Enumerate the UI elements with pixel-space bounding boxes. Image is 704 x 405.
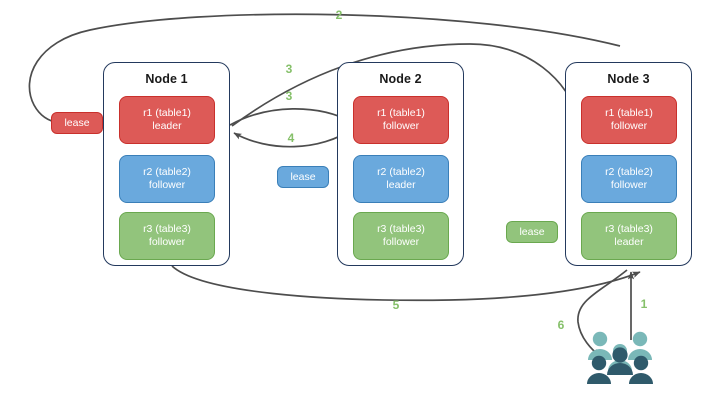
arrow-step-3-short: [229, 108, 353, 126]
node-2-title: Node 2: [379, 72, 422, 86]
node-1-replica-r3-role: follower: [148, 236, 186, 248]
arrow-step-5: [171, 265, 641, 302]
node-1-replica-r3[interactable]: r3 (table3) follower: [119, 212, 215, 260]
node-3-title: Node 3: [607, 72, 650, 86]
node-1-replica-r2-name: r2 (table2): [143, 166, 191, 178]
node-3-replica-r2-role: follower: [610, 179, 648, 191]
node-3-replica-r3-role: leader: [614, 236, 644, 248]
node-3-replica-r2-name: r2 (table2): [605, 166, 653, 178]
node-1-replica-r2[interactable]: r2 (table2) follower: [119, 155, 215, 203]
node-3-replica-r2[interactable]: r2 (table2) follower: [581, 155, 677, 203]
node-2-replica-r2[interactable]: r2 (table2) leader: [353, 155, 449, 203]
clients-people-icon[interactable]: [586, 330, 658, 388]
node-2-replica-r2-name: r2 (table2): [377, 166, 425, 178]
step-label-2: 2: [335, 8, 343, 22]
node-1-replica-r2-role: follower: [148, 179, 186, 191]
arrow-step-3-long: [231, 43, 580, 127]
step-label-3b: 3: [285, 89, 293, 103]
lease-badge-r3[interactable]: lease: [506, 221, 558, 243]
step-label-6: 6: [557, 318, 565, 332]
node-1-replica-r1-role: leader: [152, 120, 182, 132]
node-2-replica-r3[interactable]: r3 (table3) follower: [353, 212, 449, 260]
node-2-replica-r1-name: r1 (table1): [377, 107, 425, 119]
lease-badge-r1[interactable]: lease: [51, 112, 103, 134]
node-2-replica-r3-name: r3 (table3): [377, 223, 425, 235]
node-3-replica-r1-role: follower: [610, 120, 648, 132]
step-label-1: 1: [640, 297, 648, 311]
node-2-replica-r2-role: leader: [386, 179, 416, 191]
step-label-3a: 3: [285, 62, 293, 76]
node-1-replica-r1-name: r1 (table1): [143, 107, 191, 119]
node-1-title: Node 1: [145, 72, 188, 86]
step-label-4: 4: [287, 131, 295, 145]
node-3-replica-r1[interactable]: r1 (table1) follower: [581, 96, 677, 144]
node-3-replica-r3[interactable]: r3 (table3) leader: [581, 212, 677, 260]
node-2-replica-r1-role: follower: [382, 120, 420, 132]
arrow-step-2: [28, 13, 621, 126]
node-3-replica-r1-name: r1 (table1): [605, 107, 653, 119]
step-label-5: 5: [392, 298, 400, 312]
arrow-step-6: [577, 269, 628, 357]
node-2-replica-r1[interactable]: r1 (table1) follower: [353, 96, 449, 144]
lease-badge-r2[interactable]: lease: [277, 166, 329, 188]
node-1-replica-r3-name: r3 (table3): [143, 223, 191, 235]
node-2-replica-r3-role: follower: [382, 236, 420, 248]
node-1-replica-r1[interactable]: r1 (table1) leader: [119, 96, 215, 144]
node-3-replica-r3-name: r3 (table3): [605, 223, 653, 235]
